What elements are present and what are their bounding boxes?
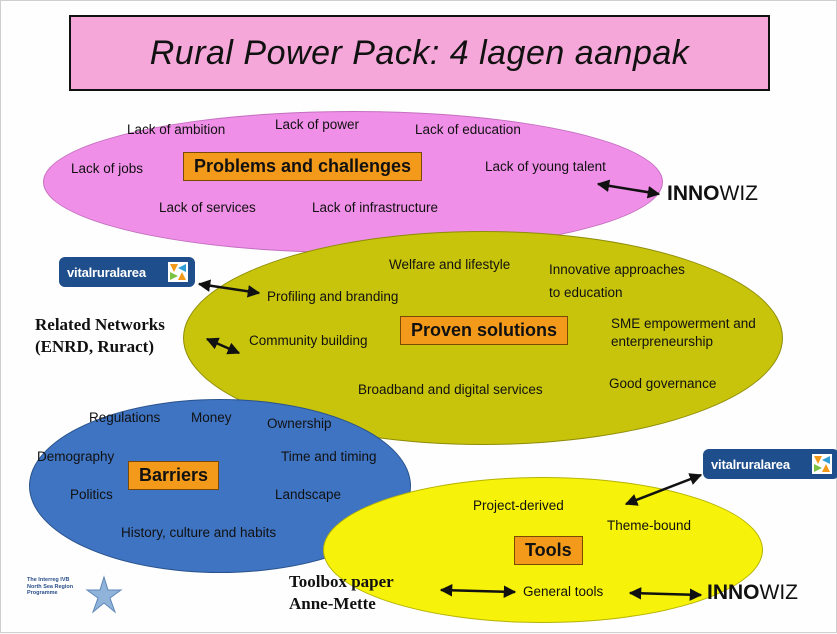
interreg-line: The Interreg IVB bbox=[27, 577, 70, 583]
arrow-problems-innowiz bbox=[596, 179, 661, 199]
barrier-item: Ownership bbox=[267, 416, 332, 431]
innowiz-light-text: WIZ bbox=[719, 182, 758, 205]
barrier-item: Demography bbox=[37, 449, 115, 464]
vitalruralarea-text: vitalruralarea bbox=[711, 456, 790, 472]
arrow-networks-solutions bbox=[205, 337, 241, 355]
interreg-line: North Sea Region bbox=[27, 583, 74, 590]
innowiz-logo-top: INNOWIZ bbox=[667, 182, 758, 206]
solution-item: Profiling and branding bbox=[267, 289, 399, 304]
barrier-item: Politics bbox=[70, 487, 113, 502]
related-networks-line1: Related Networks bbox=[35, 315, 165, 334]
tool-item: General tools bbox=[523, 584, 604, 599]
interreg-line: Programme bbox=[27, 590, 58, 596]
barriers-core-box: Barriers bbox=[128, 461, 220, 490]
solution-item: Innovative approaches bbox=[549, 262, 685, 277]
solution-item: Welfare and lifestyle bbox=[389, 257, 511, 272]
tool-item: Project-derived bbox=[473, 498, 564, 513]
barrier-item: Regulations bbox=[89, 410, 161, 425]
arrow-tools-vital bbox=[624, 473, 703, 506]
toolbox-line2: Anne-Mette bbox=[289, 594, 376, 613]
vitalruralarea-logo-left: vitalruralarea bbox=[59, 257, 195, 287]
problem-item: Lack of education bbox=[415, 122, 521, 137]
tool-item: Theme-bound bbox=[607, 518, 692, 533]
problem-item: Lack of services bbox=[159, 200, 256, 215]
problem-item: Lack of infrastructure bbox=[312, 200, 439, 215]
barrier-item: Money bbox=[191, 410, 232, 425]
solution-item: enterpreneurship bbox=[611, 334, 714, 349]
solution-item: Good governance bbox=[609, 376, 717, 391]
toolbox-line1: Toolbox paper bbox=[289, 572, 394, 591]
vitalruralarea-mark-icon bbox=[168, 262, 188, 282]
problem-item: Lack of power bbox=[275, 117, 360, 132]
innowiz-light-text: WIZ bbox=[759, 581, 798, 604]
solution-item: to education bbox=[549, 285, 623, 300]
problems-core-box: Problems and challenges bbox=[183, 152, 423, 181]
problem-item: Lack of jobs bbox=[71, 161, 144, 176]
arrow-vital-solutions bbox=[197, 279, 261, 298]
solutions-core-box: Proven solutions bbox=[400, 316, 569, 345]
title-box: Rural Power Pack: 4 lagen aanpak bbox=[69, 15, 770, 91]
innowiz-bold-text: INNO bbox=[707, 581, 760, 604]
vitalruralarea-logo-right: vitalruralarea bbox=[703, 449, 837, 479]
solution-item: Broadband and digital services bbox=[358, 382, 543, 397]
interreg-text: The Interreg IVB North Sea Region Progra… bbox=[27, 577, 87, 597]
starfish-icon bbox=[85, 575, 123, 614]
solution-item: Community building bbox=[249, 333, 368, 348]
problem-item: Lack of ambition bbox=[127, 122, 226, 137]
problem-item: Lack of young talent bbox=[485, 159, 606, 174]
innowiz-logo-bottom: INNOWIZ bbox=[707, 581, 798, 605]
related-networks-line2: (ENRD, Ruract) bbox=[35, 337, 154, 356]
tools-core-box: Tools bbox=[514, 536, 583, 565]
solution-item: SME empowerment and bbox=[611, 316, 756, 331]
vitalruralarea-text: vitalruralarea bbox=[67, 264, 146, 280]
barrier-item: Time and timing bbox=[281, 449, 377, 464]
vitalruralarea-mark-icon bbox=[812, 454, 832, 474]
innowiz-bold-text: INNO bbox=[667, 182, 720, 205]
barrier-item: Landscape bbox=[275, 487, 342, 502]
interreg-logo: The Interreg IVB North Sea Region Progra… bbox=[27, 575, 123, 627]
arrow-tools-innowiz bbox=[628, 587, 703, 601]
barrier-item: History, culture and habits bbox=[121, 525, 277, 540]
arrow-toolbox-tools bbox=[439, 584, 517, 598]
slide-title: Rural Power Pack: 4 lagen aanpak bbox=[149, 33, 690, 72]
